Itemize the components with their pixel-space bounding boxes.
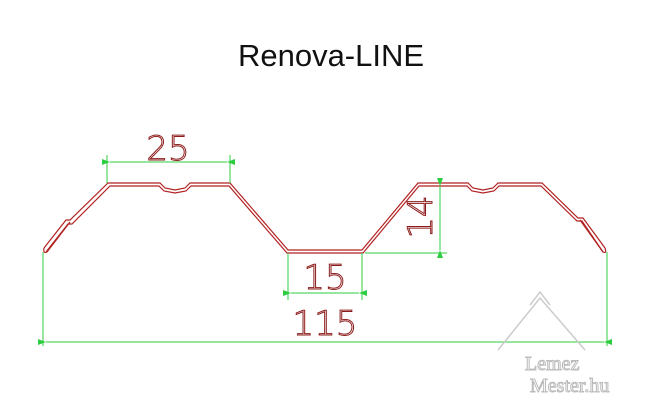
dimension-lines bbox=[38, 155, 612, 346]
dim-14-label: 14 bbox=[401, 195, 441, 238]
sheet-profile bbox=[43, 182, 607, 254]
dim-15-label: 15 bbox=[303, 258, 346, 298]
dim-25-label: 25 bbox=[146, 129, 189, 169]
house-icon bbox=[497, 290, 586, 351]
diagram-title: Renova-LINE bbox=[237, 38, 425, 73]
watermark-logo: Lemez Mester.hu bbox=[497, 290, 610, 398]
watermark-line2: Mester.hu bbox=[530, 375, 609, 397]
watermark-line1: Lemez bbox=[525, 353, 580, 375]
dim-115-label: 115 bbox=[293, 304, 358, 344]
